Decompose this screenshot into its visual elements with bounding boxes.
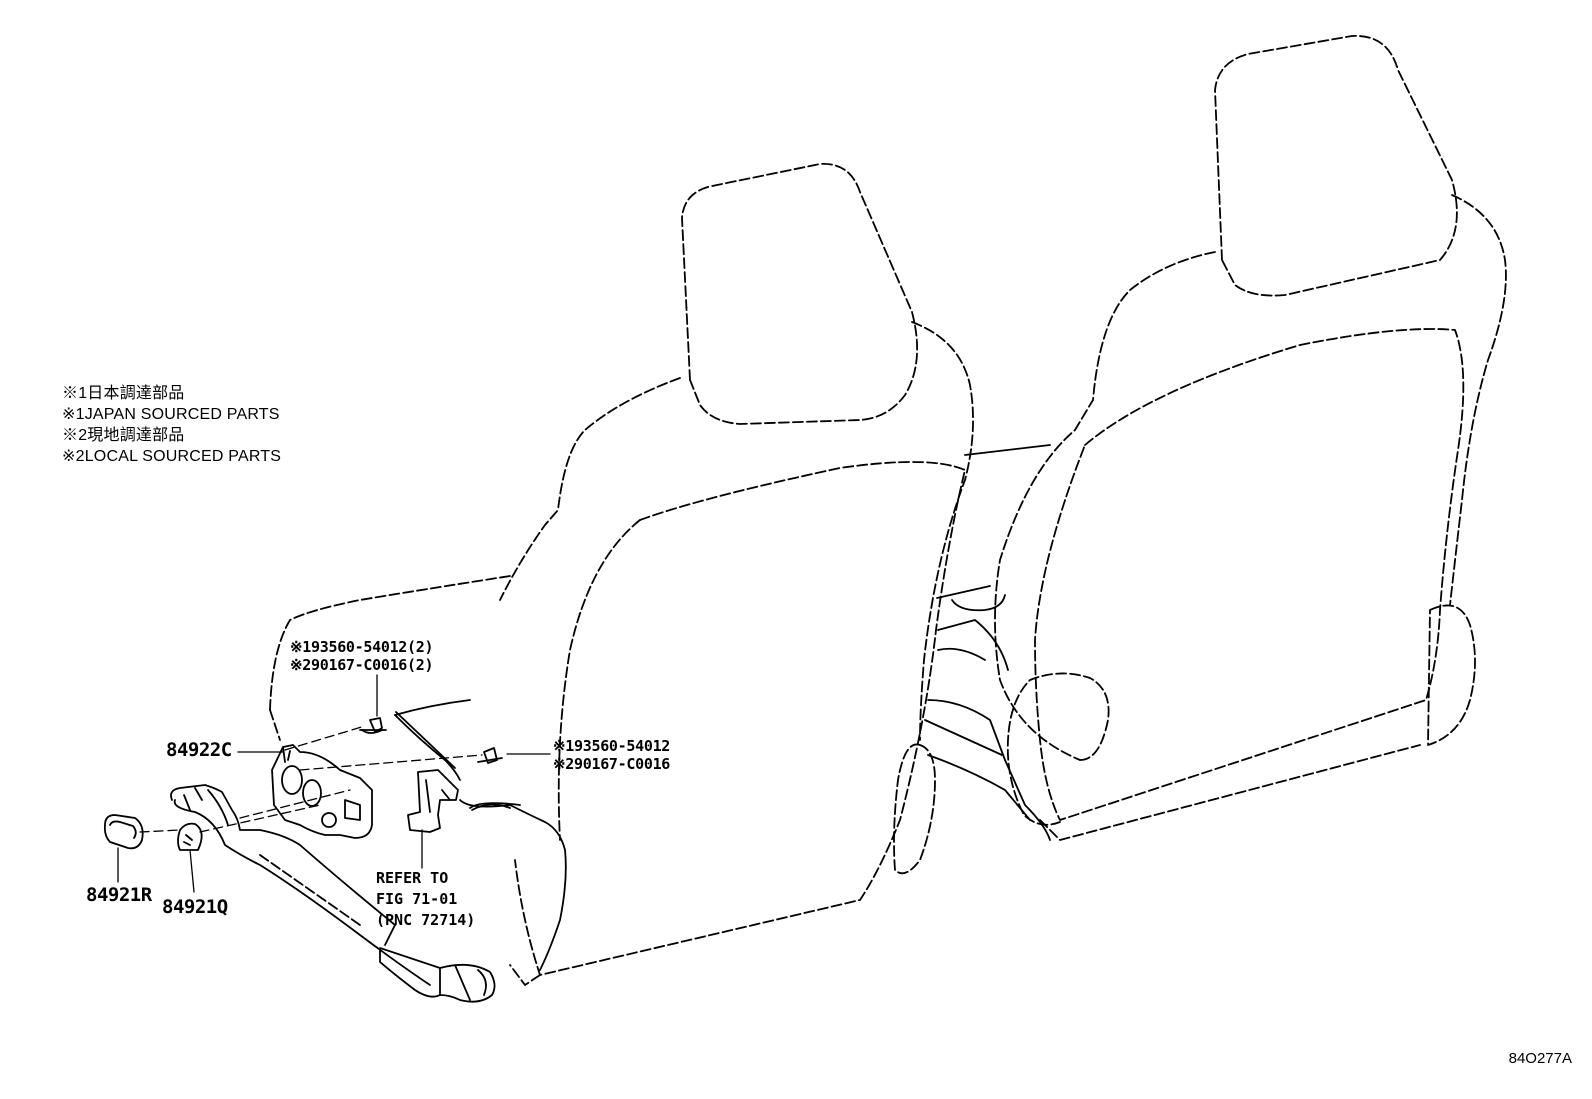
reference-line-3: (PNC 72714) xyxy=(376,911,476,929)
mounting-bracket xyxy=(396,712,510,832)
front-seat-rail xyxy=(171,785,495,1002)
legend-line-4: ※2LOCAL SOURCED PARTS xyxy=(62,448,282,465)
assembly-guides xyxy=(140,726,482,832)
power-seat-switch xyxy=(272,745,372,838)
legend-line-1: ※1日本調達部品 xyxy=(62,385,185,402)
upper-fastener-line-1: ※193560-54012(2) xyxy=(290,638,434,656)
reference-callout: REFER TO FIG 71-01 (PNC 72714) xyxy=(376,868,475,931)
front-seat-outline xyxy=(270,164,973,985)
figure-code: 84O277A xyxy=(1508,1050,1572,1067)
right-fastener-line-2: ※290167-C0016 xyxy=(553,755,671,773)
right-fastener-callout: ※193560-54012 ※290167-C0016 xyxy=(553,737,670,773)
rear-seat-outline xyxy=(995,36,1506,840)
reference-line-2: FIG 71-01 xyxy=(376,890,458,908)
switch-knob-84921r xyxy=(105,815,143,848)
rear-seat-rails xyxy=(925,445,1050,840)
part-label-84921q: 84921Q xyxy=(162,896,228,918)
right-fastener-line-1: ※193560-54012 xyxy=(553,737,671,755)
screw-right xyxy=(478,748,502,763)
switch-knob-84921q xyxy=(178,824,202,850)
upper-fastener-callout: ※193560-54012(2) ※290167-C0016(2) xyxy=(290,638,434,674)
part-label-84921r: 84921R xyxy=(86,884,152,906)
part-label-84922c: 84922C xyxy=(166,739,232,761)
leader-lines xyxy=(118,675,550,892)
legend-line-2: ※1JAPAN SOURCED PARTS xyxy=(62,406,280,423)
upper-fastener-line-2: ※290167-C0016(2) xyxy=(290,656,434,674)
legend-line-3: ※2現地調達部品 xyxy=(62,427,185,444)
source-legend: ※1日本調達部品 ※1JAPAN SOURCED PARTS ※2現地調達部品 … xyxy=(62,383,281,467)
reference-line-1: REFER TO xyxy=(376,869,449,887)
screw-upper xyxy=(360,718,386,733)
